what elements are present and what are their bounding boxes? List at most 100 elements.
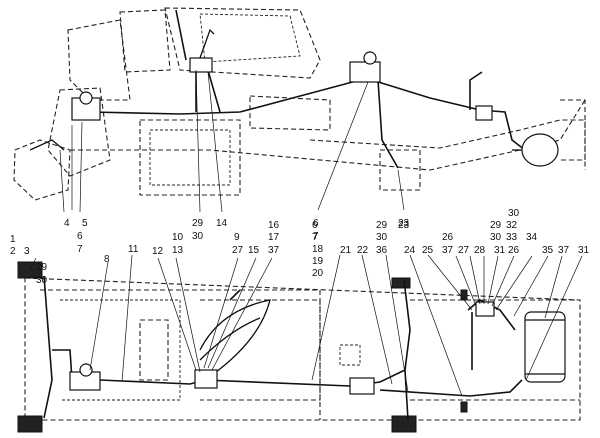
callouts-bottom: 1 2 3 29 30 8 11 12 10 13 9 27 15 16 17 …: [10, 208, 590, 286]
callout: 27: [232, 245, 244, 256]
callout: 29: [376, 220, 388, 231]
leader-25: [427, 254, 473, 311]
front-wheel-area: [13, 139, 71, 201]
rear-fitting-a: [460, 289, 468, 301]
pedal-unit: [189, 57, 213, 73]
leader-5: [79, 121, 83, 213]
leader-26a: [455, 255, 477, 307]
callout: 6: [312, 220, 318, 231]
pipe-rear-top: [371, 79, 526, 151]
accumulator-top: [521, 133, 559, 167]
callout: 18: [312, 244, 324, 255]
callout: 31: [578, 245, 590, 256]
pipe-down-right: [377, 79, 399, 169]
rear-fitting-b: [460, 401, 468, 413]
callout: 8: [104, 254, 110, 265]
front-link: [29, 139, 65, 151]
callout: 14: [216, 218, 228, 229]
leader-24: [409, 254, 463, 397]
callout: 37: [558, 245, 570, 256]
leader-21: [311, 254, 341, 381]
callout: 34: [526, 232, 538, 243]
callout: 26: [508, 245, 520, 256]
leader-9: [203, 257, 239, 369]
callout: 13: [172, 245, 184, 256]
callout: 25: [422, 245, 434, 256]
callout: 37: [442, 245, 454, 256]
seat-area: [139, 319, 169, 381]
cab-plan: [60, 299, 181, 401]
rear-valve-bottom: [475, 301, 495, 317]
center-housing: [249, 95, 331, 131]
pipe-left-main: [99, 379, 206, 385]
callout: 28: [474, 245, 486, 256]
callout: 21: [340, 245, 352, 256]
leader-16: [211, 257, 273, 371]
callout: 29: [192, 218, 204, 229]
reservoir-bottom: [79, 363, 93, 377]
pipe-main-bottom: [204, 279, 411, 387]
callout: 6: [77, 231, 83, 242]
front-frame: [67, 19, 131, 101]
callout: 30: [490, 232, 502, 243]
callout: 20: [312, 268, 324, 279]
callout: 26: [442, 232, 454, 243]
reservoir-cap-top: [79, 91, 93, 105]
leader-23a: [59, 149, 65, 213]
callout: 35: [542, 245, 554, 256]
callout: 29: [490, 220, 502, 231]
leader-29-bottom: [385, 254, 409, 393]
master-cylinder-bottom: [194, 369, 218, 389]
wheel-rear-left: [391, 277, 411, 289]
leader-29-top: [195, 69, 201, 213]
rear-valve-top: [475, 105, 493, 121]
wheel-front-right: [17, 415, 43, 433]
callout: 7: [312, 232, 318, 243]
callout: 15: [248, 245, 260, 256]
callout: 7: [313, 231, 319, 242]
top-view: [13, 7, 586, 213]
pipe-rear-bottom: [379, 379, 523, 397]
leader-15: [207, 257, 257, 369]
callout: 30: [508, 208, 520, 219]
callout: 27: [458, 245, 470, 256]
pipe-vertical-left: [175, 9, 187, 61]
pipe-front-axle: [43, 275, 53, 419]
cab-outline: [164, 7, 321, 79]
pipe-front-branch: [52, 349, 73, 381]
callout: 24: [404, 245, 416, 256]
chassis-inner-left: [40, 289, 321, 420]
center-fitting: [339, 344, 361, 366]
callout: 23: [398, 218, 410, 229]
leader-26b: [495, 255, 533, 311]
leader-33: [491, 255, 515, 307]
leader-10: [175, 257, 201, 373]
callout: 4: [64, 218, 70, 229]
callout: 7: [77, 244, 83, 255]
callout: 32: [506, 220, 518, 231]
wheel-rear-right: [391, 415, 417, 433]
callout: 17: [268, 232, 280, 243]
leader-30b: [487, 255, 499, 305]
callout: 30: [36, 275, 48, 286]
air-tank: [524, 311, 566, 383]
callout: 29: [36, 262, 48, 273]
chassis-plan-outline: [24, 277, 581, 421]
callout: 2: [10, 246, 16, 257]
front-bracket: [47, 87, 111, 177]
callout: 31: [494, 245, 506, 256]
leader-6-top: [317, 81, 369, 211]
callout: 30: [376, 232, 388, 243]
chassis-lower: [70, 99, 586, 171]
pedal-lever: [199, 28, 215, 59]
engine-block: [139, 119, 241, 196]
cab-window: [199, 13, 301, 63]
leader-1: [29, 257, 37, 271]
leader-23b: [397, 169, 405, 211]
callouts-top: 4 23 5 6 7 29 30 14 6 7 23: [64, 218, 410, 255]
leader-35: [544, 255, 563, 319]
callout: 6: [313, 218, 319, 229]
reservoir-top-right: [363, 51, 377, 65]
